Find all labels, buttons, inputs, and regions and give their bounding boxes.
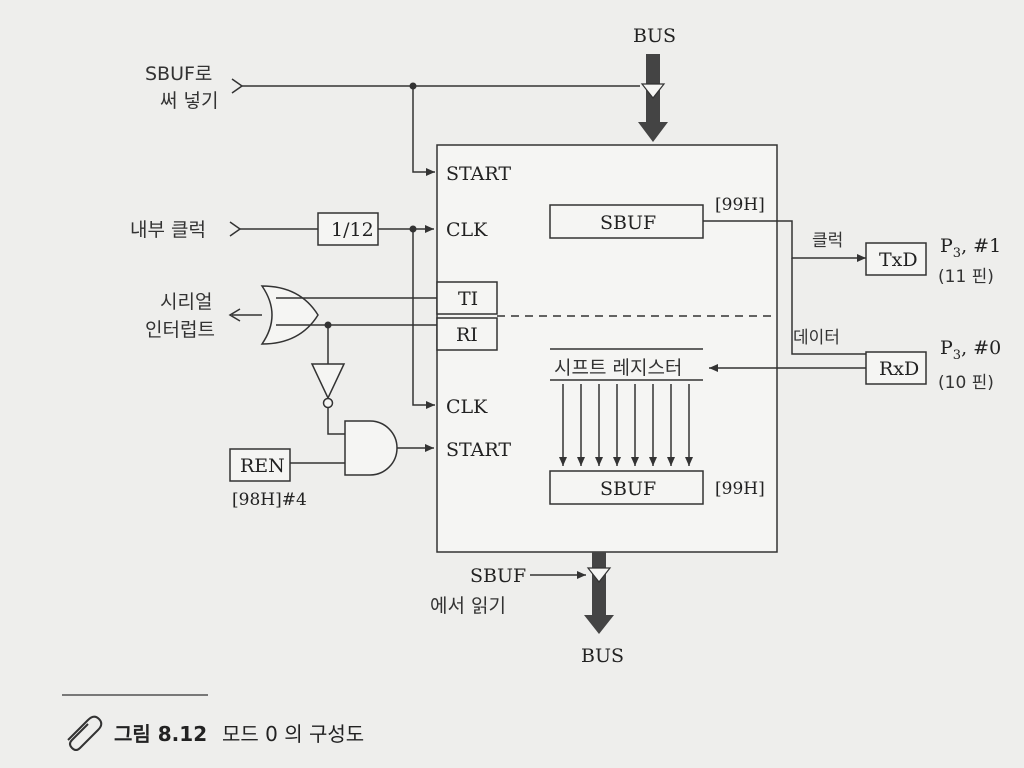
svg-text:P3, #1: P3, #1: [940, 235, 1001, 261]
p3-txd-p: P: [940, 235, 953, 257]
divider-box: [317, 212, 379, 246]
parallel-transfer-arrows: [559, 384, 693, 466]
sbuf-tx-label: SBUF: [600, 212, 656, 234]
svg-text:P3, #0: P3, #0: [940, 337, 1001, 363]
sbuf-rx-label: SBUF: [600, 478, 656, 500]
txd-box: [865, 242, 927, 276]
caption-figure-number: 그림 8.12: [114, 722, 207, 746]
ti-flag-box: [436, 281, 498, 315]
ri-label: RI: [456, 324, 478, 346]
start-top-label: START: [446, 163, 511, 185]
sbuf-read-label-2: 에서 읽기: [430, 595, 506, 617]
sbuf-read-label-1: SBUF: [470, 565, 526, 587]
and-gate: [344, 420, 398, 476]
ren-box: [229, 448, 291, 482]
p3-rxd-sub: 3: [953, 348, 961, 363]
bus-bottom-arrow: [584, 552, 614, 634]
sbuf-write-label-2: 써 넣기: [160, 90, 218, 112]
ren-label: REN: [240, 455, 285, 477]
sbuf-tx-box: [549, 204, 704, 239]
serial-int-label-1: 시리얼: [160, 291, 212, 313]
rxd-label: RxD: [879, 358, 919, 380]
p3-txd-sub: 3: [953, 246, 961, 261]
serial-int-label-2: 인터럽트: [145, 319, 215, 341]
clk-top-label: CLK: [446, 219, 488, 241]
shift-register-label: 시프트 레지스터: [554, 357, 682, 379]
p3-rxd-note: (10 핀): [938, 373, 994, 393]
rxd-box: [865, 351, 927, 385]
bus-top-arrow: [638, 54, 668, 142]
bus-top-label: BUS: [633, 25, 676, 47]
txd-label: TxD: [879, 249, 918, 271]
paperclip-icon: [67, 715, 103, 751]
p3-rxd-p: P: [940, 337, 953, 359]
sbuf-rx-box: [549, 470, 704, 505]
ri-flag-box: [436, 317, 498, 351]
ren-address: [98H]#4: [232, 490, 307, 510]
or-gate: [260, 285, 319, 345]
p3-txd-note: (11 핀): [938, 267, 994, 287]
p3-rxd-pin: , #0: [961, 337, 1001, 359]
internal-clock-label: 내부 클럭: [130, 219, 206, 241]
clk-bottom-label: CLK: [446, 396, 488, 418]
sbuf-tx-address: [99H]: [715, 195, 765, 215]
bus-bottom-label: BUS: [581, 645, 624, 667]
ti-label: TI: [458, 288, 478, 310]
p3-txd-pin: , #1: [961, 235, 1001, 257]
caption-title: 모드 0 의 구성도: [222, 722, 364, 746]
divider-label: 1/12: [331, 219, 374, 241]
sbuf-rx-address: [99H]: [715, 479, 765, 499]
start-bottom-label: START: [446, 439, 511, 461]
clock-out-label: 클럭: [812, 231, 843, 251]
sbuf-write-label-1: SBUF로: [145, 63, 212, 85]
inverter-gate: [310, 363, 346, 400]
data-in-label: 데이터: [793, 328, 840, 348]
